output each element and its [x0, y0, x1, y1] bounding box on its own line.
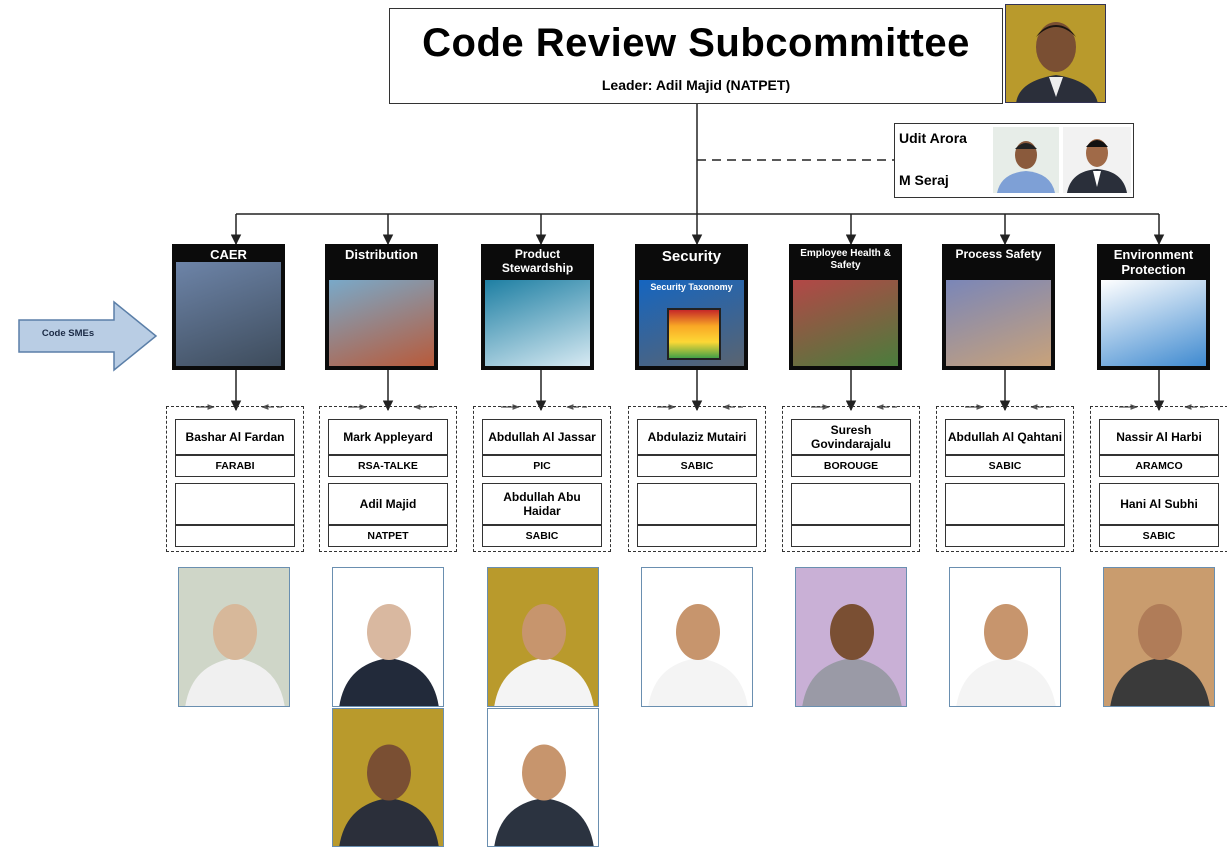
member-name: Adil Majid [328, 483, 448, 525]
member-name: Nassir Al Harbi [1099, 419, 1219, 455]
member-org [637, 525, 757, 547]
member-org [175, 525, 295, 547]
member-photo [332, 567, 444, 707]
category-image [793, 280, 898, 366]
title-box: Code Review Subcommittee Leader: Adil Ma… [389, 8, 1003, 104]
leader-photo [1005, 4, 1106, 103]
member-name [945, 483, 1065, 525]
member-org: BOROUGE [791, 455, 911, 477]
member-photo [641, 567, 753, 707]
member-name [175, 483, 295, 525]
tile-caption: Security Taxonomy [650, 282, 733, 292]
member-org: FARABI [175, 455, 295, 477]
category-tile: Distribution [325, 244, 438, 370]
member-org: ARAMCO [1099, 455, 1219, 477]
category-label: Distribution [345, 247, 418, 262]
member-org: PIC [482, 455, 602, 477]
member-photo [487, 567, 599, 707]
member-name [791, 483, 911, 525]
category-label: Environment Protection [1113, 247, 1194, 277]
member-org: SABIC [945, 455, 1065, 477]
member-name: Hani Al Subhi [1099, 483, 1219, 525]
member-photo [949, 567, 1061, 707]
member-photo [487, 708, 599, 847]
member-name: Mark Appleyard [328, 419, 448, 455]
advisor-photo [993, 127, 1059, 193]
member-photo [332, 708, 444, 847]
category-tile: Environment Protection [1097, 244, 1210, 370]
category-tile: Process Safety [942, 244, 1055, 370]
member-org [791, 525, 911, 547]
category-label: Product Stewardship [501, 247, 574, 275]
category-image: Security Taxonomy [639, 280, 744, 366]
category-label: Employee Health & Safety [800, 248, 891, 271]
member-photo [1103, 567, 1215, 707]
lock-icon [667, 308, 721, 360]
category-label: Security [661, 248, 722, 265]
category-image [1101, 280, 1206, 366]
code-smes-arrow [18, 300, 158, 372]
member-photo [178, 567, 290, 707]
category-image [946, 280, 1051, 366]
member-org: SABIC [482, 525, 602, 547]
member-name: Abdullah Al Jassar [482, 419, 602, 455]
category-image [485, 280, 590, 366]
advisor-name: Udit Arora [899, 130, 967, 146]
category-image [329, 280, 434, 366]
member-name: Abdullah Al Qahtani [945, 419, 1065, 455]
member-name [637, 483, 757, 525]
category-label: Process Safety [955, 247, 1042, 261]
member-name: Abdulaziz Mutairi [637, 419, 757, 455]
member-org: RSA-TALKE [328, 455, 448, 477]
advisor-photo [1063, 127, 1131, 193]
category-tile: Employee Health & Safety [789, 244, 902, 370]
member-name: Suresh Govindarajalu [791, 419, 911, 455]
advisor-name: M Seraj [899, 172, 949, 188]
category-tile: CAER [172, 244, 285, 370]
member-org: NATPET [328, 525, 448, 547]
member-org [945, 525, 1065, 547]
advisor-box: Udit Arora M Seraj [894, 123, 1134, 198]
page-title: Code Review Subcommittee [422, 21, 970, 65]
category-label: CAER [210, 247, 247, 262]
category-tile: Product Stewardship [481, 244, 594, 370]
leader-label: Leader: Adil Majid (NATPET) [601, 77, 791, 93]
member-org: SABIC [637, 455, 757, 477]
category-image [176, 262, 281, 366]
member-name: Abdullah Abu Haidar [482, 483, 602, 525]
member-org: SABIC [1099, 525, 1219, 547]
code-smes-label: Code SMEs [41, 328, 95, 339]
member-name: Bashar Al Fardan [175, 419, 295, 455]
member-photo [795, 567, 907, 707]
